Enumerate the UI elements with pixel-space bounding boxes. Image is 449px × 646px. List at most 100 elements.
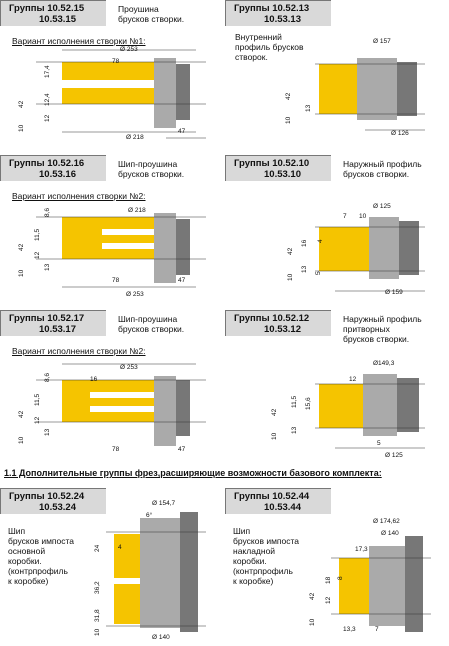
dim-v0: 8,6	[44, 207, 51, 217]
dim-v1: 24	[94, 544, 101, 552]
group-code-alt: 10.53.16	[39, 169, 76, 180]
group-code: Группы 10.52.15	[9, 3, 85, 14]
dim-v6: 10	[287, 273, 294, 281]
dim-v1: 11,5	[34, 228, 41, 241]
dim-v3: 15,6	[305, 397, 312, 410]
dim-47: 47	[178, 446, 186, 453]
dim-47: 47	[178, 277, 186, 284]
dim-v2: 18	[325, 576, 332, 584]
dim-v2: 42	[18, 243, 25, 251]
dim-diameter-bottom: Ø 253	[126, 291, 144, 298]
dim-v4: 13	[291, 426, 298, 434]
profile-drawing	[331, 536, 431, 632]
dim-v1: 42	[309, 592, 316, 600]
group-header: Группы 10.52.44 10.53.44	[225, 488, 331, 514]
dim-47: 47	[178, 128, 186, 135]
group-code-alt: 10.53.12	[264, 324, 301, 335]
dim-diameter-bottom: Ø 140	[152, 634, 170, 641]
profile-drawing	[36, 363, 206, 446]
dim-diameter: Ø 174,62	[373, 518, 400, 525]
dim-v2: 13	[305, 104, 312, 112]
dim-v1: 42	[285, 92, 292, 100]
dim-diameter-bottom: Ø 218	[126, 134, 144, 141]
dim-v2: 11,5	[291, 395, 298, 408]
group-code-alt: 10.53.13	[264, 14, 301, 25]
group-header: Группы 10.52.17 10.53.17	[0, 310, 106, 336]
dim-v3: 10	[285, 116, 292, 124]
dim-v1: 16	[301, 239, 308, 247]
group-header: Группы 10.52.24 10.53.24	[0, 488, 106, 514]
group-code: Группы 10.52.10	[234, 158, 310, 169]
dim-v5: 5	[315, 271, 322, 275]
dim-length: 78	[112, 58, 120, 65]
variant-label: Вариант исполнения створки №1:	[12, 36, 146, 46]
dim-17-3: 17,3	[355, 546, 368, 553]
variant-label: Вариант исполнения створки №2:	[12, 346, 146, 356]
dim-v3: 12	[34, 251, 41, 259]
group-code: Группы 10.52.17	[9, 313, 85, 324]
group-header: Группы 10.52.15 10.53.15	[0, 0, 106, 26]
group-code: Группы 10.52.16	[9, 158, 85, 169]
group-code: Группы 10.52.12	[234, 313, 310, 324]
dim-v4: 12	[44, 114, 51, 122]
dim-v3: 31,8	[94, 609, 101, 622]
group-code-alt: 10.53.44	[264, 502, 301, 513]
dim-v1: 17,4	[44, 65, 51, 78]
group-header: Группы 10.52.13 10.53.13	[225, 0, 331, 26]
profile-drawing	[36, 213, 206, 288]
profile-drawing	[106, 512, 206, 632]
profile-drawing	[315, 374, 425, 449]
panel-10-52-12: Группы 10.52.12 10.53.12 Наружный профил…	[225, 310, 449, 460]
group-header: Группы 10.52.12 10.53.12	[225, 310, 331, 336]
dim-diameter-bottom: Ø 126	[391, 130, 409, 137]
dim-7: 7	[343, 213, 347, 220]
group-code-alt: 10.53.17	[39, 324, 76, 335]
dim-v1: 11,5	[34, 393, 41, 406]
dim-diameter: Ø 218	[128, 207, 146, 214]
dim-length: 78	[112, 277, 120, 284]
dim-v2: 4	[317, 239, 324, 243]
dim-5: 5	[377, 440, 381, 447]
dim-v4: 13	[301, 265, 308, 273]
dim-v3: 12,4	[44, 93, 51, 106]
dim-v4: 10	[94, 628, 101, 636]
profile-drawing	[315, 217, 425, 292]
dim-diameter: Ø 154,7	[152, 500, 176, 507]
dim-v1: 42	[271, 408, 278, 416]
dim-diameter: Ø 157	[373, 38, 391, 45]
group-header: Группы 10.52.10 10.53.10	[225, 155, 331, 181]
dim-diameter: Ø 253	[120, 46, 138, 53]
dim-v2: 42	[18, 410, 25, 418]
dim-v5: 10	[18, 124, 25, 132]
dim-diameter-bottom: Ø 125	[385, 452, 403, 459]
profile-drawing	[36, 49, 206, 139]
group-header: Группы 10.52.16 10.53.16	[0, 155, 106, 181]
variant-label: Вариант исполнения створки №2:	[12, 191, 146, 201]
dim-diameter: Ø 253	[120, 364, 138, 371]
dim-12: 12	[349, 376, 357, 383]
group-code-alt: 10.53.24	[39, 502, 76, 513]
dim-v3: 8	[337, 576, 344, 580]
group-code: Группы 10.52.24	[9, 491, 85, 502]
dim-length: 78	[112, 446, 120, 453]
section-title: 1.1 Дополнительные группы фрез,расширяющ…	[4, 468, 382, 478]
dim-v2: 42	[18, 100, 25, 108]
dim-v4: 13	[44, 263, 51, 271]
dim-7: 7	[375, 626, 379, 633]
dim-diameter: Ø 125	[373, 203, 391, 210]
dim-v4: 13	[44, 428, 51, 436]
dim-v3: 42	[287, 247, 294, 255]
group-code-alt: 10.53.10	[264, 169, 301, 180]
dim-v5: 10	[309, 618, 316, 626]
